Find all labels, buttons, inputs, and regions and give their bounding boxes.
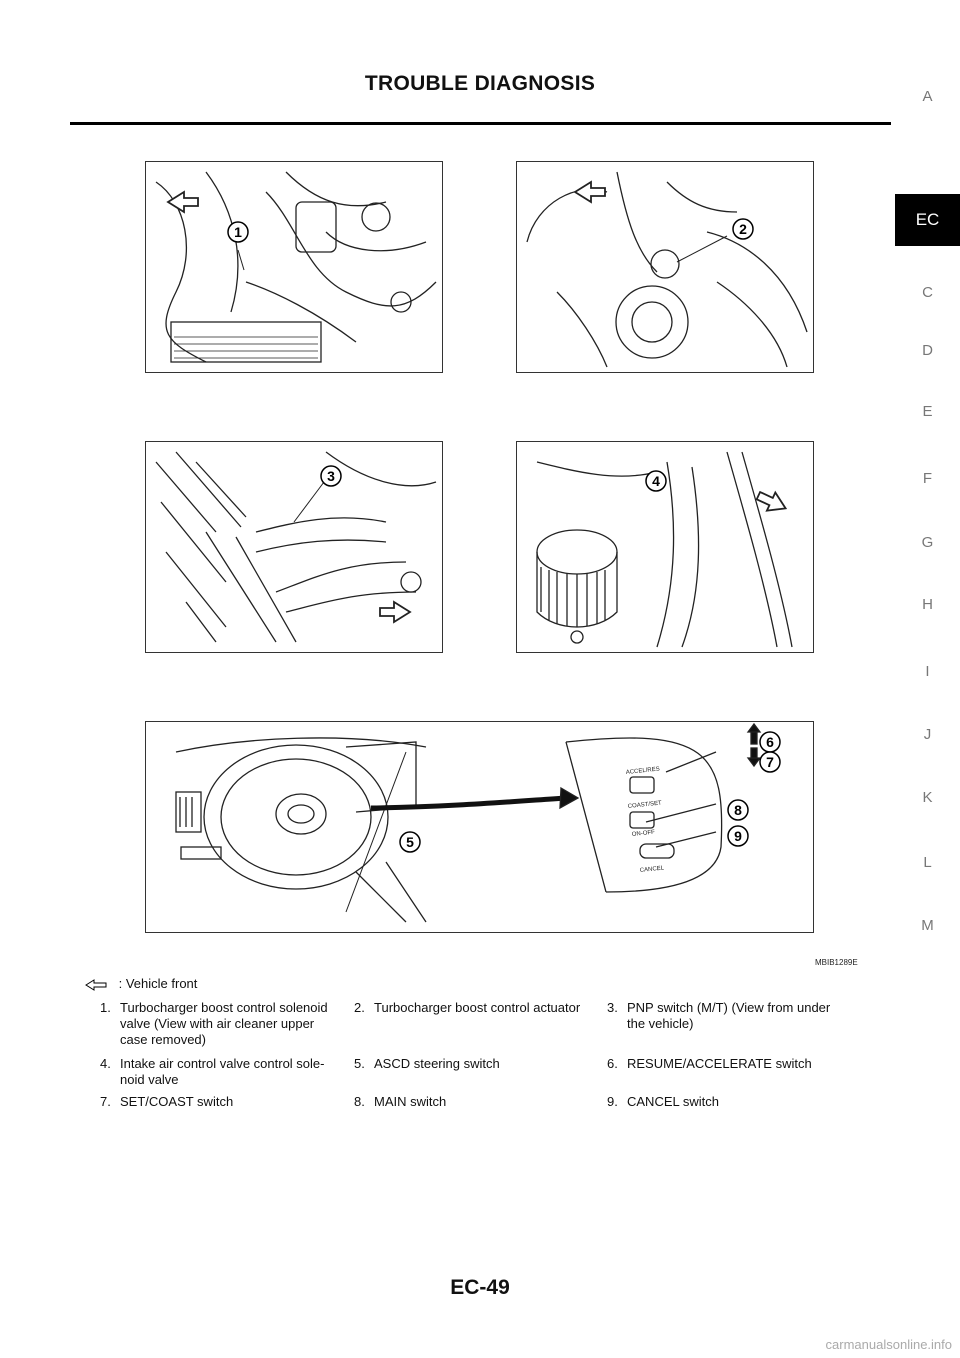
callout-3-icon: 3 [320,465,342,487]
section-tab-m[interactable]: M [921,917,934,934]
section-tab-e[interactable]: E [922,403,933,420]
section-tab-a[interactable]: A [922,88,933,105]
svg-text:COAST/SET: COAST/SET [628,800,663,810]
svg-text:1: 1 [234,224,242,240]
list-item: 3. PNP switch (M/T) (View from under the… [607,1000,831,1031]
engine-photo-boost-actuator: 2 [516,161,814,373]
callout-7-icon: 7 [759,751,781,773]
watermark: carmanualsonline.info [825,1337,952,1352]
section-tab-j[interactable]: J [923,726,932,743]
section-tab-d[interactable]: D [922,342,933,359]
list-item: 9. CANCEL switch [607,1094,719,1109]
list-item: 2. Turbocharger boost control actuator [354,1000,581,1015]
list-item: 4. Intake air control valve control sole… [100,1056,325,1087]
section-tab-ec[interactable]: EC [895,194,960,246]
section-tab-c[interactable]: C [922,284,933,301]
svg-text:ACCEL/RES: ACCEL/RES [626,766,660,776]
svg-text:8: 8 [734,802,742,818]
arrow-left-icon [85,978,107,991]
page-number: EC-49 [450,1276,510,1299]
list-item: 5. ASCD steering switch [354,1056,500,1071]
title-rule [70,122,891,125]
section-tab-f[interactable]: F [922,470,933,487]
section-tab-i[interactable]: I [925,663,930,680]
callout-2-icon: 2 [732,218,754,240]
svg-text:2: 2 [739,221,747,237]
svg-text:5: 5 [406,834,414,850]
steering-switch-diagram: ACCEL/RES COAST/SET ON-OFF CANCEL 5 6 7 … [145,721,814,933]
figure-code: MBIB1289E [815,958,858,967]
engine-photo-solenoid-valve: 1 [145,161,443,373]
section-tab-k[interactable]: K [922,789,933,806]
svg-text:3: 3 [327,468,335,484]
engine-photo-pnp-switch: 3 [145,441,443,653]
list-item: 7. SET/COAST switch [100,1094,234,1109]
callout-9-icon: 9 [727,825,749,847]
svg-text:6: 6 [766,734,774,750]
engine-photo-intake-valve: 4 [516,441,814,653]
svg-text:7: 7 [766,754,774,770]
svg-text:ON-OFF: ON-OFF [632,830,656,838]
section-tab-g[interactable]: G [921,534,934,551]
callout-4-icon: 4 [645,470,667,492]
legend-vehicle-front: : Vehicle front [85,976,197,991]
callout-1-icon: 1 [227,221,249,243]
section-tab-h[interactable]: H [922,596,933,613]
list-item: 6. RESUME/ACCELERATE switch [607,1056,812,1071]
svg-text:4: 4 [652,473,660,489]
list-item: 8. MAIN switch [354,1094,447,1109]
section-tab-l[interactable]: L [923,854,932,871]
svg-text:CANCEL: CANCEL [640,865,665,874]
callout-5-icon: 5 [399,831,421,853]
list-item: 1. Turbocharger boost control solenoid v… [100,1000,328,1047]
callout-8-icon: 8 [727,799,749,821]
legend-text: : Vehicle front [118,976,198,991]
svg-text:9: 9 [734,828,742,844]
page-title: TROUBLE DIAGNOSIS [364,72,596,95]
